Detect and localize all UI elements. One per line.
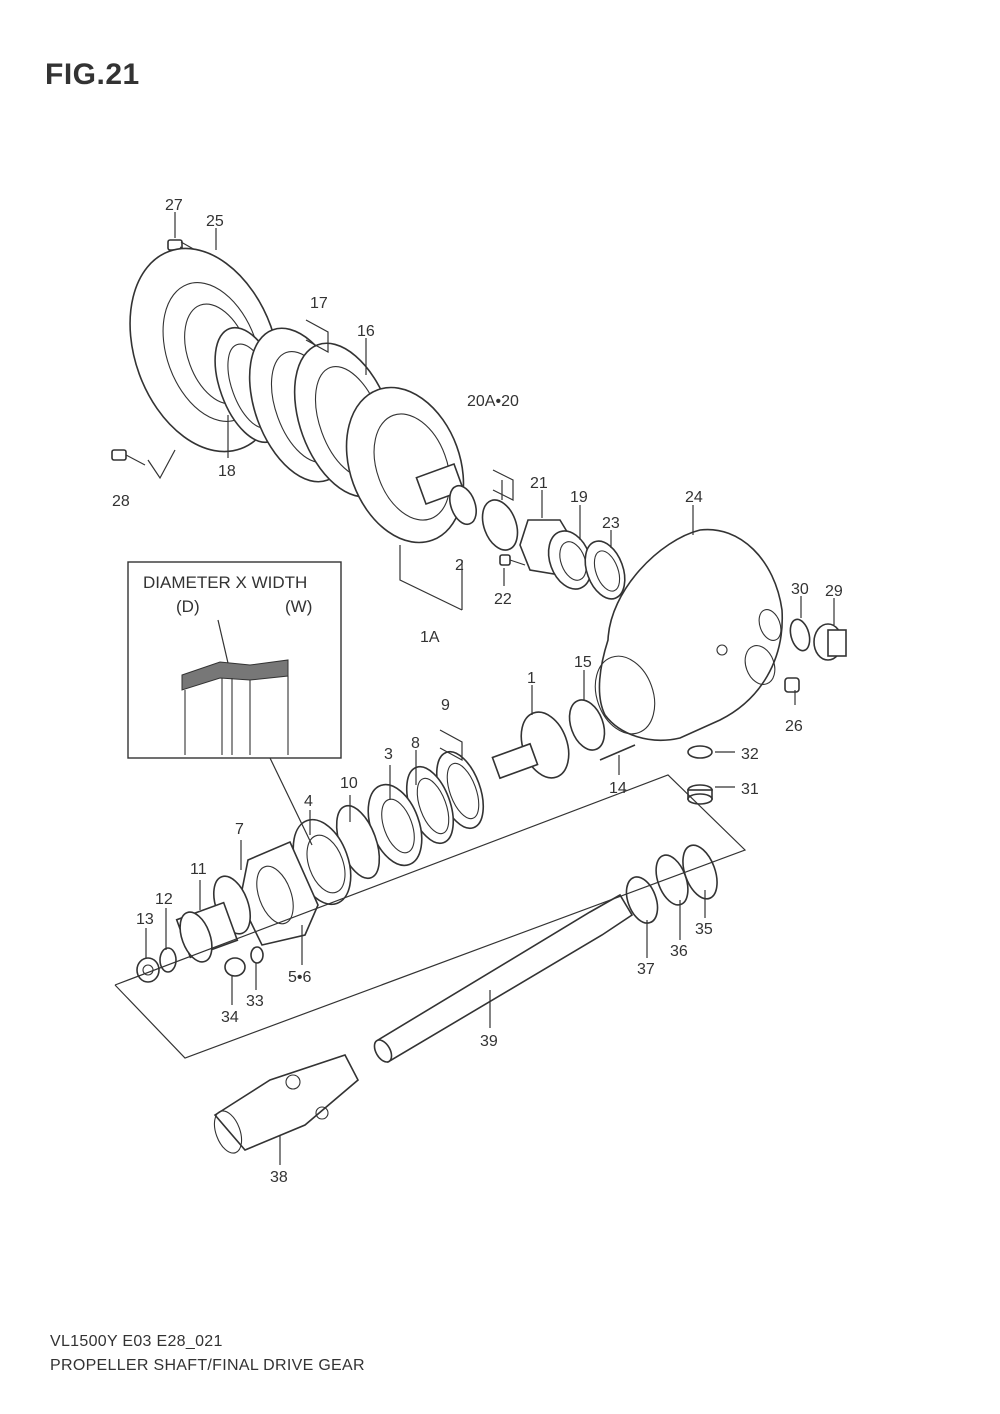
snap-ring-37: [625, 876, 659, 924]
group-bracket-shaft: [114, 774, 747, 1059]
label-34: 34: [221, 1009, 239, 1026]
label-38: 38: [270, 1169, 288, 1186]
spring-seat-35: [682, 844, 718, 900]
label-39: 39: [480, 1033, 498, 1050]
pinion-gear-1: [491, 711, 570, 780]
plug-29: [813, 623, 847, 661]
label-8: 8: [411, 735, 420, 752]
label-26: 26: [785, 718, 803, 735]
label-19: 19: [570, 489, 588, 506]
propeller-shaft-39: [373, 893, 634, 1064]
label-9: 9: [441, 697, 450, 714]
label-27: 27: [165, 197, 183, 214]
washer-12: [159, 947, 177, 973]
label-18: 18: [218, 463, 236, 480]
label-7: 7: [235, 821, 244, 838]
inset-box: DIAMETER X WIDTH (D) (W): [127, 561, 342, 846]
gasket-30: [789, 618, 811, 652]
shim-20: [481, 499, 519, 551]
label-13: 13: [136, 911, 154, 928]
leader-lines: [145, 212, 835, 1165]
inset-w-label: (W): [285, 597, 312, 616]
nut-13: [136, 957, 160, 983]
bolt-28: [111, 449, 146, 466]
inset-heading: DIAMETER X WIDTH: [143, 573, 307, 592]
inset-d-label: (D): [176, 597, 200, 616]
label-21: 21: [530, 475, 548, 492]
label-23: 23: [602, 515, 620, 532]
stud-14: [599, 744, 636, 761]
universal-joint-38: [213, 1054, 360, 1154]
bolt-22: [499, 554, 526, 566]
label-15: 15: [574, 654, 592, 671]
nut-34: [224, 957, 246, 977]
breather-26: [784, 677, 800, 693]
bearing-15: [568, 699, 606, 751]
label-37: 37: [637, 961, 655, 978]
label-16: 16: [357, 323, 375, 340]
washer-33: [250, 946, 264, 964]
label-36: 36: [670, 943, 688, 960]
washer-32: [687, 745, 713, 759]
final-gear-case-24: [594, 528, 783, 742]
label-20a-20: 20A•20: [467, 393, 519, 410]
bearing-3: [367, 783, 423, 867]
label-2: 2: [455, 557, 464, 574]
label-28: 28: [112, 493, 130, 510]
label-3: 3: [384, 746, 393, 763]
figure-title: FIG.21: [45, 58, 140, 91]
oil-seal-23: [584, 540, 626, 600]
label-1a: 1A: [420, 629, 440, 646]
washer-2: [449, 484, 477, 526]
footer-description: PROPELLER SHAFT/FINAL DRIVE GEAR: [50, 1357, 365, 1374]
label-25: 25: [206, 213, 224, 230]
label-32: 32: [741, 746, 759, 763]
label-31: 31: [741, 781, 759, 798]
label-24: 24: [685, 489, 703, 506]
label-33: 33: [246, 993, 264, 1010]
label-30: 30: [791, 581, 809, 598]
label-11: 11: [190, 861, 207, 878]
label-29: 29: [825, 583, 843, 600]
label-1: 1: [527, 670, 536, 687]
label-12: 12: [155, 891, 173, 908]
label-14: 14: [609, 780, 627, 797]
label-22: 22: [494, 591, 512, 608]
oil-seal-11: [175, 875, 252, 963]
label-35: 35: [695, 921, 713, 938]
footer-model-code: VL1500Y E03 E28_021: [50, 1333, 223, 1350]
label-10: 10: [340, 775, 358, 792]
plug-31: [687, 784, 713, 805]
label-17: 17: [310, 295, 328, 312]
label-4: 4: [304, 793, 313, 810]
label-5-6: 5•6: [288, 969, 312, 986]
part-labels: 27 25 17 16 20A•20 18 28 21 19 23 24 2 2…: [112, 197, 843, 1186]
